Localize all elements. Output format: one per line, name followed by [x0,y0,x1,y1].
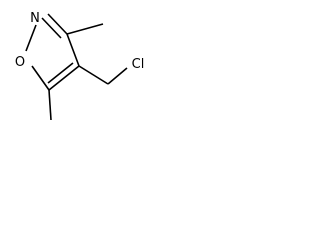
atom-label-oxygen: O [15,55,25,70]
atom-label-chlorine: Cl [132,57,145,72]
bond-c5-o [31,65,50,91]
bond-c5-methyl [48,89,52,121]
structure-diagram: N O Cl [15,11,145,121]
bond-o-n [25,24,37,52]
bond-n-c3 [47,13,68,35]
bond-ch2-cl [107,67,128,85]
bond-c3-methyl [66,23,104,35]
bond-n-c3-double [41,17,62,39]
bond-c4-c5 [48,65,80,91]
bond-c4-c5-double [47,62,74,84]
atom-label-nitrogen: N [30,11,40,26]
bond-c3-c4 [66,33,80,67]
bond-c4-ch2 [78,65,109,85]
